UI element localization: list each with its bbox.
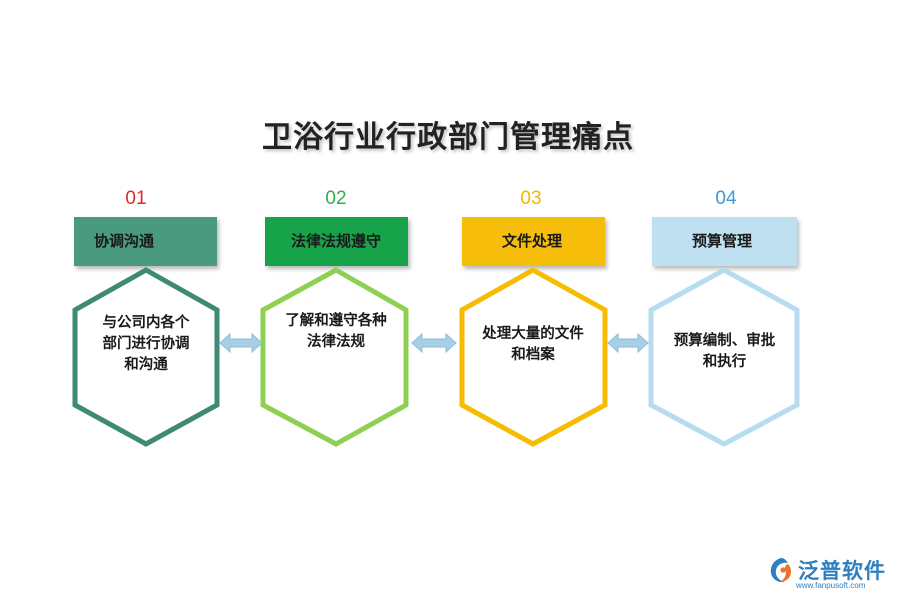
- double-arrow-connector-3: [607, 332, 649, 354]
- step-tab-label-2: 法律法规遵守: [291, 232, 382, 250]
- step-tab-1: 协调沟通: [74, 217, 217, 266]
- step-number-1: 01: [125, 188, 147, 209]
- double-arrow-connector-2: [411, 332, 457, 354]
- step-description-1-line-3: 和沟通: [124, 357, 168, 373]
- fanpu-logo-icon: [770, 558, 792, 583]
- hexagon-4: [648, 267, 800, 447]
- step-description-3-line-2: 和档案: [511, 347, 555, 363]
- step-tab-label-3: 文件处理: [502, 232, 563, 250]
- double-arrow-connector-1: [219, 332, 263, 354]
- step-description-1-line-1: 与公司内各个: [102, 315, 190, 331]
- step-description-4-line-1: 预算编制、审批: [673, 333, 776, 349]
- hexagon-2: [260, 267, 409, 447]
- page-title: 卫浴行业行政部门管理痛点: [262, 120, 634, 155]
- step-tab-3: 文件处理: [462, 217, 605, 266]
- step-description-1: 与公司内各个 部门进行协调 和沟通: [86, 313, 206, 376]
- step-number-3: 03: [520, 188, 542, 209]
- logo-url: www.fanpusoft.com: [796, 581, 866, 590]
- fanpu-logo: 泛普软件 www.fanpusoft.com: [766, 553, 894, 593]
- step-number-4: 04: [715, 188, 737, 209]
- hexagon-1: [72, 267, 220, 447]
- step-description-4: 预算编制、审批 和执行: [658, 331, 791, 373]
- step-description-1-line-2: 部门进行协调: [102, 336, 190, 352]
- step-description-4-line-2: 和执行: [702, 354, 747, 370]
- step-description-3-line-1: 处理大量的文件: [482, 326, 584, 342]
- step-tab-label-1: 协调沟通: [94, 232, 155, 250]
- step-description-3: 处理大量的文件 和档案: [468, 324, 598, 366]
- hexagon-3: [459, 267, 608, 447]
- step-description-2-line-1: 了解和遵守各种: [285, 313, 387, 329]
- step-description-2-line-2: 法律法规: [307, 334, 365, 350]
- step-tab-4: 预算管理: [652, 217, 797, 266]
- step-description-2: 了解和遵守各种 法律法规: [271, 311, 401, 353]
- step-number-2: 02: [325, 188, 347, 209]
- step-tab-label-4: 预算管理: [692, 232, 753, 250]
- step-tab-2: 法律法规遵守: [265, 217, 408, 266]
- logo-name: 泛普软件: [798, 559, 886, 583]
